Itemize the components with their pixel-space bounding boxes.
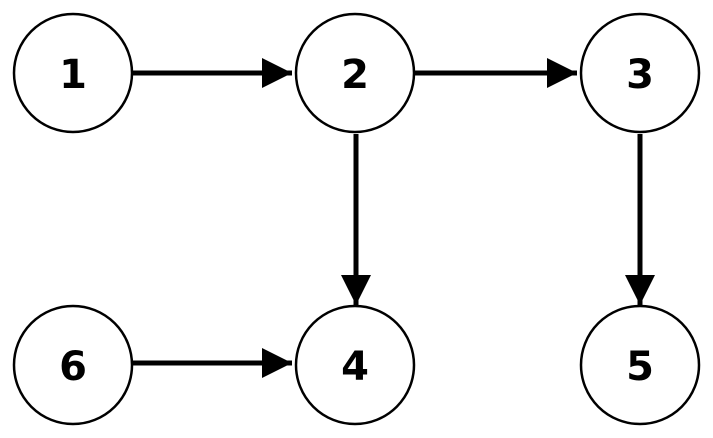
node-2: 2 xyxy=(294,12,416,134)
node-5-circle xyxy=(579,304,701,426)
node-3-label: 3 xyxy=(626,52,654,98)
node-5: 5 xyxy=(579,304,701,426)
node-6-circle xyxy=(12,304,134,426)
node-3-circle xyxy=(579,12,701,134)
node-5-label: 5 xyxy=(626,344,654,390)
node-1-circle xyxy=(12,12,134,134)
node-6-label: 6 xyxy=(59,344,87,390)
node-1: 1 xyxy=(12,12,134,134)
node-4-circle xyxy=(294,304,416,426)
node-2-circle xyxy=(294,12,416,134)
node-4: 4 xyxy=(294,304,416,426)
node-6: 6 xyxy=(12,304,134,426)
node-3: 3 xyxy=(579,12,701,134)
node-2-label: 2 xyxy=(341,52,369,98)
node-1-label: 1 xyxy=(59,52,87,98)
node-4-label: 4 xyxy=(341,344,369,390)
